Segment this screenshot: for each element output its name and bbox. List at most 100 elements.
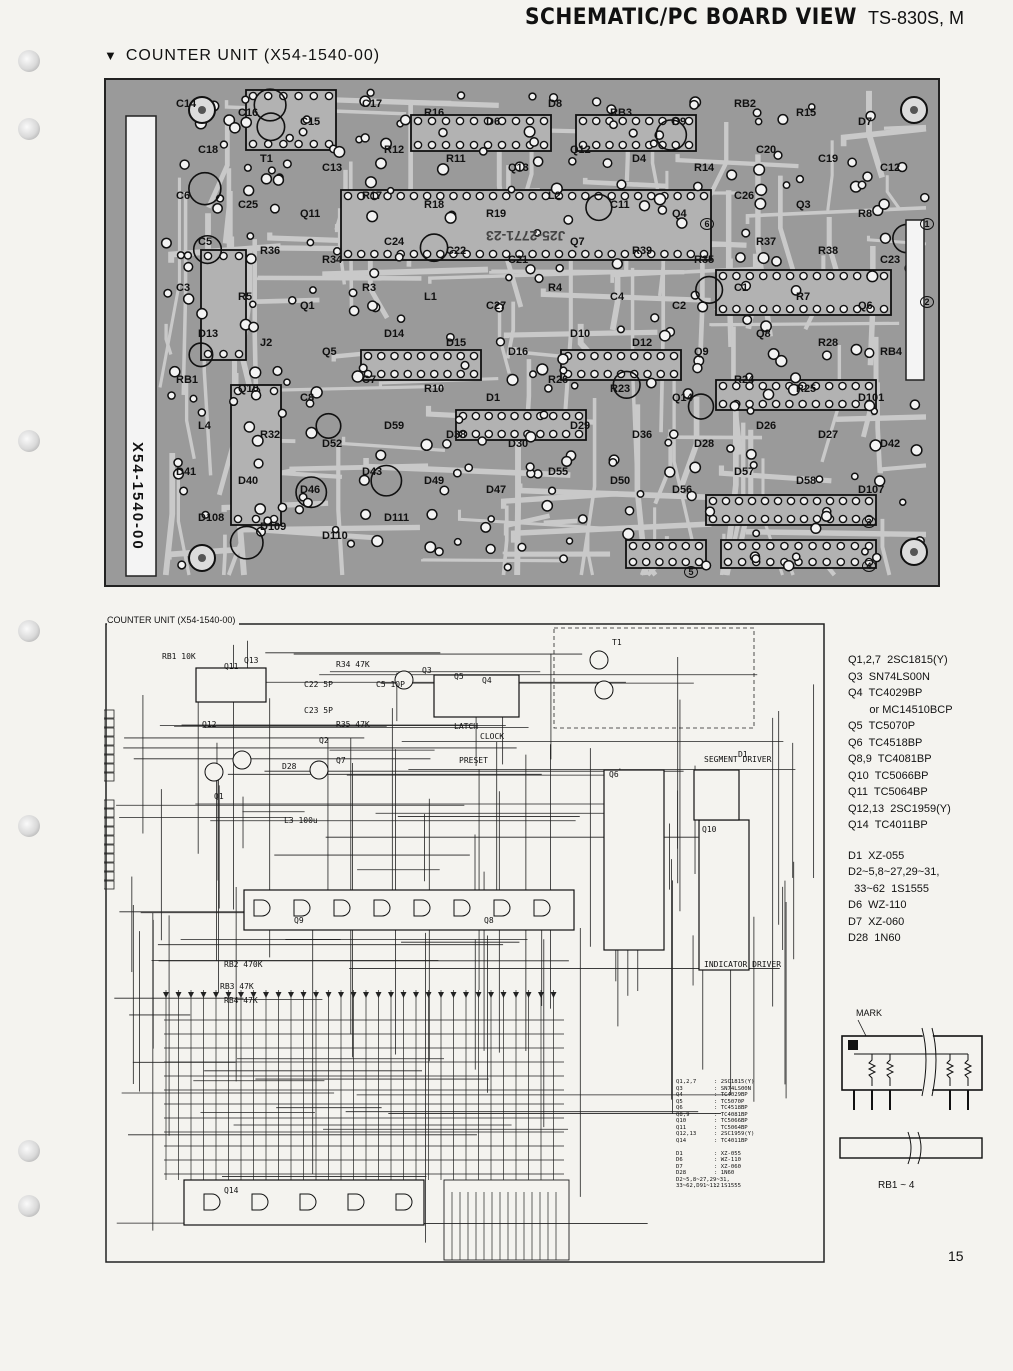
component-pad xyxy=(550,182,563,195)
component-pad xyxy=(787,383,800,396)
component-pad xyxy=(762,388,775,401)
solder-pad xyxy=(548,429,558,439)
component-pad xyxy=(260,173,273,185)
component-pad xyxy=(426,508,438,521)
schematic-title: COUNTER UNIT (X54-1540-00) xyxy=(107,615,240,625)
component-pad xyxy=(375,449,387,461)
component-pad xyxy=(790,285,802,296)
solder-pad xyxy=(294,91,303,101)
pcb-component-label: R7 xyxy=(796,291,811,303)
solder-pad xyxy=(822,557,832,567)
pcb-component-label: D15 xyxy=(446,337,467,349)
pcb-component-label: C1 xyxy=(734,282,749,294)
logic-gate-icon xyxy=(453,899,471,917)
resistor-block-body xyxy=(841,1035,983,1091)
mini-legend-value: : TC4029BP xyxy=(714,1092,748,1098)
component-pad xyxy=(899,498,907,506)
pcb-component-label: R37 xyxy=(756,236,777,248)
capacitor-outline xyxy=(188,171,222,206)
solder-pad xyxy=(812,271,822,281)
component-pad xyxy=(790,372,802,384)
solder-pad xyxy=(427,116,437,126)
component-pad xyxy=(348,288,358,298)
mounting-hole-center xyxy=(198,106,206,114)
capacitor-outline xyxy=(687,393,715,420)
mini-legend-row: Q14: TC4011BP xyxy=(676,1138,786,1145)
component-pad xyxy=(754,183,768,196)
component-pad xyxy=(910,444,923,457)
component-pad xyxy=(366,88,375,97)
component-pad xyxy=(436,163,450,176)
schematic-label: T1 xyxy=(612,638,622,647)
capacitor-outline xyxy=(295,476,328,509)
component-pad xyxy=(608,457,618,467)
solder-pad xyxy=(799,514,809,524)
component-pad xyxy=(503,563,512,572)
solder-pad xyxy=(656,351,666,361)
component-pad xyxy=(726,169,738,181)
pcb-component-label: C14 xyxy=(176,98,197,110)
component-pad xyxy=(729,400,740,412)
pcb-trace xyxy=(885,175,901,209)
pcb-trace xyxy=(421,558,564,563)
component-pad xyxy=(746,406,755,415)
schematic-label: D28 xyxy=(282,762,297,771)
component-pad xyxy=(871,552,882,563)
diode-icon xyxy=(425,992,432,998)
component-pad xyxy=(346,539,356,548)
solder-pad xyxy=(864,381,874,391)
capacitor-outline xyxy=(315,412,342,440)
component-pad xyxy=(514,161,525,172)
pcb-component-label: D55 xyxy=(548,466,569,478)
pcb-component-label: C3 xyxy=(176,282,191,294)
pcb-component-label: D46 xyxy=(300,484,321,496)
solder-pad xyxy=(269,386,279,396)
component-pad xyxy=(241,95,250,104)
solder-pad xyxy=(203,251,213,261)
solder-pad xyxy=(734,514,744,524)
resistor-icon xyxy=(945,1054,955,1086)
solder-pad xyxy=(497,140,507,150)
component-pad xyxy=(741,228,751,238)
component-pad xyxy=(541,499,554,512)
legend-row: D1 XZ-055 xyxy=(848,849,905,862)
component-pad xyxy=(529,137,540,147)
solder-pad xyxy=(620,191,630,201)
legend-row: Q12,13 2SC1959(Y) xyxy=(848,802,951,815)
component-pad xyxy=(686,490,697,502)
component-pad xyxy=(267,166,276,175)
solder-pad xyxy=(578,116,588,126)
component-pad xyxy=(810,522,822,535)
solder-pad xyxy=(376,369,386,379)
diode-icon xyxy=(338,992,344,998)
logic-gate-icon xyxy=(493,899,511,917)
solder-pad xyxy=(786,514,796,524)
solder-pad xyxy=(851,496,861,506)
solder-pad xyxy=(510,411,519,421)
component-pad xyxy=(277,408,287,418)
solder-pad xyxy=(686,249,696,259)
schematic-label: INDICATOR DRIVER xyxy=(704,960,782,969)
solder-pad xyxy=(732,304,741,314)
pcb-trace xyxy=(582,177,668,189)
capacitor-outline xyxy=(188,342,214,368)
solder-pad xyxy=(737,541,747,551)
component-pad xyxy=(682,388,694,400)
component-pad xyxy=(704,506,716,517)
pcb-component-label: C7 xyxy=(362,374,377,386)
component-pad xyxy=(726,444,735,453)
component-pad xyxy=(263,516,272,526)
component-pad xyxy=(920,192,930,203)
solder-pad xyxy=(422,249,432,259)
solder-pad xyxy=(751,541,761,551)
pcb-connector-marker: 2 xyxy=(920,296,934,308)
solder-pad xyxy=(607,249,617,259)
solder-pad xyxy=(605,140,614,150)
solder-pad xyxy=(723,557,733,567)
solder-pad xyxy=(838,496,848,506)
solder-pad xyxy=(718,271,728,281)
solder-pad xyxy=(799,271,808,281)
solder-pad xyxy=(294,139,303,149)
component-pad xyxy=(689,99,700,110)
